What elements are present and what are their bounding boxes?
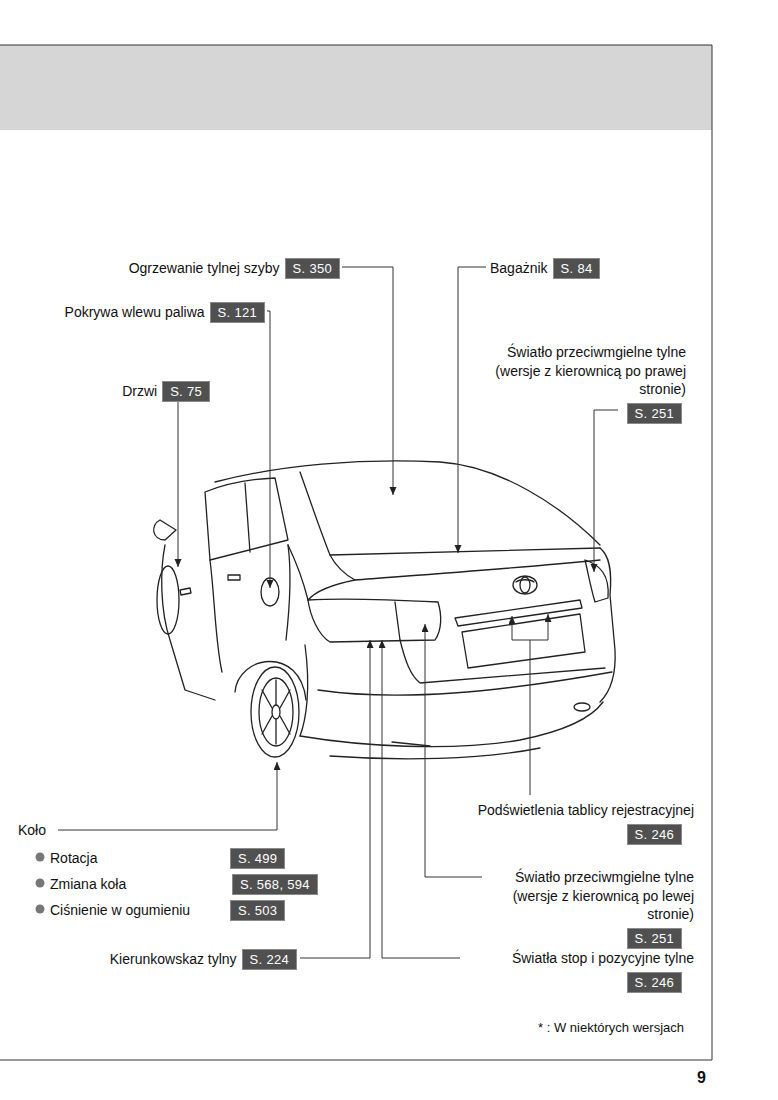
leader-line xyxy=(267,311,270,588)
mirror xyxy=(154,520,176,540)
part-label: Rotacja xyxy=(50,849,97,868)
part-label: Kierunkowskaz tylny xyxy=(110,950,237,969)
door-handle xyxy=(180,588,191,595)
part-label: Światło przeciwmgielne tylne (wersje z k… xyxy=(479,868,694,924)
car-drawing xyxy=(154,461,615,759)
leader-line xyxy=(512,640,548,795)
logo xyxy=(513,576,537,594)
page-reference-callout: Ciśnienie w ogumieniuS. 503 xyxy=(50,900,190,920)
shoulder xyxy=(308,580,355,600)
page-reference-callout: Podświetlenia tablicy rejestracyjnej S. 2… xyxy=(394,801,694,845)
page-reference-callout: Kierunkowskaz tylny S. 224 xyxy=(110,949,297,970)
page-reference: S. 251 xyxy=(627,928,682,949)
page-reference-callout: Światła stop i pozycyjne tylne S. 246 xyxy=(434,949,694,993)
part-label: Ogrzewanie tylnej szyby xyxy=(129,259,280,278)
page-reference-callout: Drzwi S. 75 xyxy=(122,381,210,402)
page-reference: S. 350 xyxy=(285,258,340,279)
part-label: Światła stop i pozycyjne tylne xyxy=(434,949,694,968)
leader-line xyxy=(425,624,482,877)
left-taillight xyxy=(308,599,441,642)
chrome-strip xyxy=(455,600,582,626)
trunk-lid xyxy=(400,640,605,683)
part-label: Światło przeciwmgielne tylne (wersje z k… xyxy=(471,343,686,399)
leader-line xyxy=(548,614,549,640)
leader-line xyxy=(58,762,277,830)
page-reference: S. 503 xyxy=(230,900,285,921)
page-reference-callout: Bagażnik S. 84 xyxy=(490,258,600,279)
leader-line xyxy=(300,640,370,958)
page-number: 9 xyxy=(697,1069,706,1087)
page-reference: S. 121 xyxy=(210,302,265,323)
page-reference: S. 251 xyxy=(627,403,682,424)
page-reference: S. 84 xyxy=(553,258,601,279)
page-reference-callout: Pokrywa wlewu paliwa S. 121 xyxy=(65,302,265,323)
side-window xyxy=(205,478,288,560)
frame-line xyxy=(0,45,712,1060)
part-label: Bagażnik xyxy=(490,259,548,278)
trunk-edge xyxy=(330,555,600,580)
page-reference: S. 224 xyxy=(242,949,297,970)
hub xyxy=(272,705,280,719)
roofline xyxy=(215,461,600,545)
rear-wheel xyxy=(251,667,299,757)
page-reference: S. 246 xyxy=(627,824,682,845)
part-label: Podświetlenia tablicy rejestracyjnej xyxy=(394,801,694,820)
page-reference: S. 568, 594 xyxy=(232,874,318,895)
part-label: Ciśnienie w ogumieniu xyxy=(50,901,190,920)
page-reference-callout: Światło przeciwmgielne tylne (wersje z k… xyxy=(479,868,694,949)
logo xyxy=(516,580,534,582)
exhaust xyxy=(574,703,590,711)
part-label: Koło xyxy=(18,821,46,839)
bumper xyxy=(300,702,603,747)
bullets xyxy=(36,853,45,914)
part-label: Zmiana koła xyxy=(50,875,126,894)
header-band xyxy=(0,45,712,130)
bumper-crease xyxy=(318,672,612,695)
bullet xyxy=(36,905,45,914)
taillight-division xyxy=(395,602,400,640)
page-reference-callout: RotacjaS. 499 xyxy=(50,848,97,868)
page-frame xyxy=(0,45,712,1060)
part-label: Drzwi xyxy=(122,382,157,401)
license-plate-recess xyxy=(462,614,585,668)
front-wheel xyxy=(157,566,179,634)
spokes xyxy=(262,680,290,744)
page-reference: S. 75 xyxy=(162,381,210,402)
body-side xyxy=(162,545,215,700)
right-taillight xyxy=(585,560,608,602)
pillar xyxy=(245,483,250,552)
leader-line xyxy=(512,616,513,640)
page-reference-callout: Światło przeciwmgielne tylne (wersje z k… xyxy=(471,343,686,424)
leader-line xyxy=(178,402,179,567)
part-label: Pokrywa wlewu paliwa xyxy=(65,303,205,322)
rear-window xyxy=(300,472,600,555)
bullet xyxy=(36,853,45,862)
leader-line xyxy=(594,410,618,572)
door-line xyxy=(210,560,222,672)
page-reference-callout: Ogrzewanie tylnej szyby S. 350 xyxy=(129,258,340,279)
footnote: * : W niektórych wersjach xyxy=(538,1019,684,1037)
door-handle xyxy=(228,575,240,580)
bumper-lower xyxy=(330,748,540,759)
page-reference: S. 246 xyxy=(627,972,682,993)
bullet xyxy=(36,879,45,888)
rim xyxy=(259,678,293,746)
leader-line xyxy=(458,267,486,553)
door-line xyxy=(286,545,290,640)
leader-line xyxy=(382,640,460,958)
rear-quarter xyxy=(288,545,308,600)
page-reference-callout: Zmiana kołaS. 568, 594 xyxy=(50,874,126,894)
leader-line xyxy=(342,267,393,495)
reflector xyxy=(392,742,430,746)
page-reference: S. 499 xyxy=(230,848,285,869)
